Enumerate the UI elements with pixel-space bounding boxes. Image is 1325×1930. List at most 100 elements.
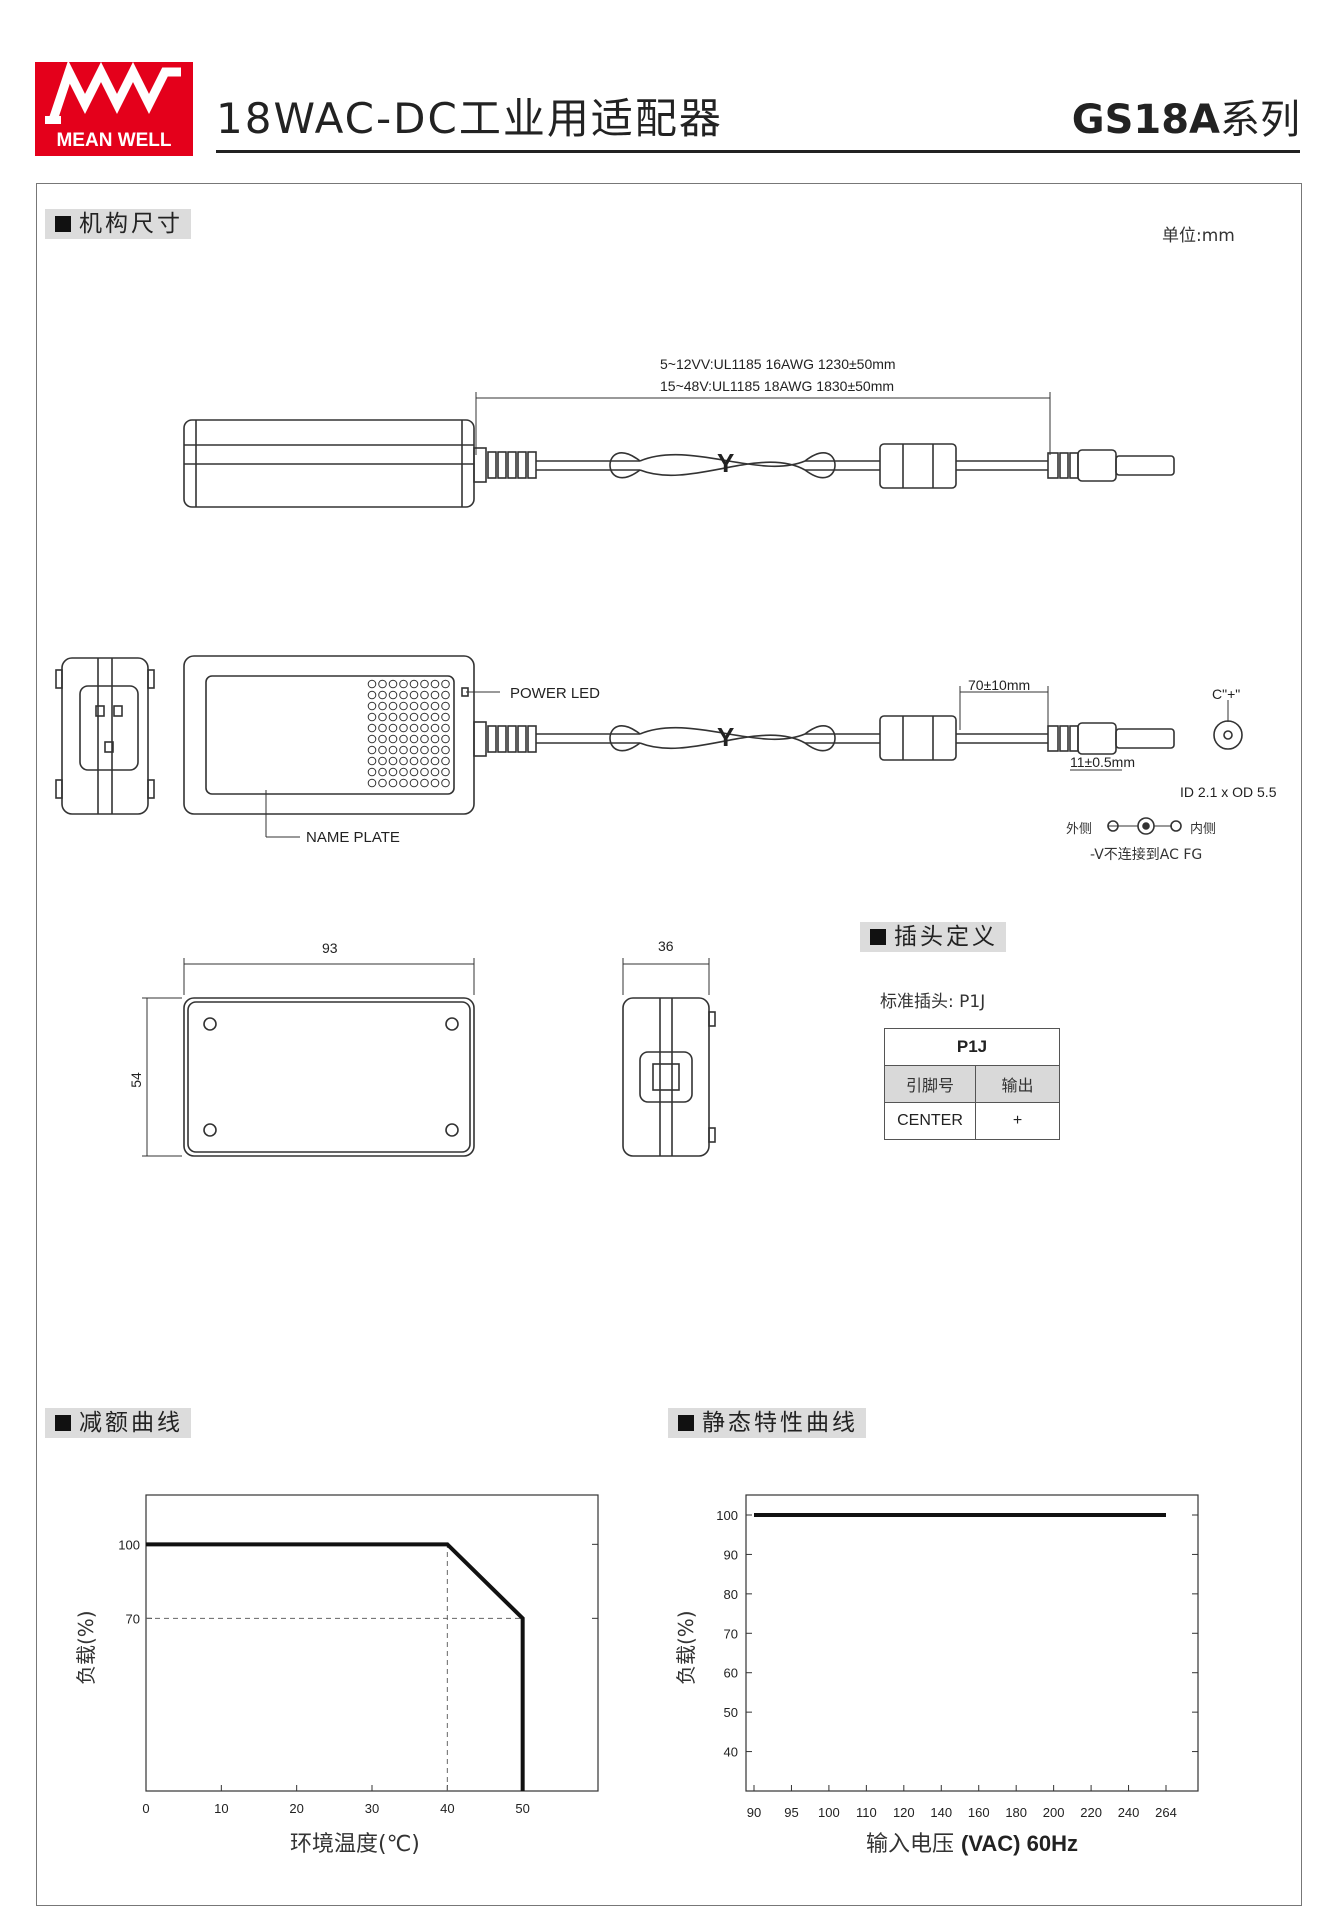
vent-hole — [441, 701, 450, 711]
vent-hole — [399, 723, 408, 733]
vent-hole — [430, 690, 440, 700]
pin-table-header-pin: 引脚号 — [884, 1065, 976, 1103]
vent-hole — [420, 745, 429, 755]
cable-y-mark-top: Y — [717, 448, 734, 478]
static-xlabel: 输入电压 (VAC) 60Hz — [866, 1826, 1078, 1858]
cable-y-mark-side: Y — [717, 722, 734, 752]
vent-hole — [430, 767, 440, 777]
x-tick-label: 220 — [1080, 1805, 1102, 1820]
vent-hole — [441, 778, 450, 788]
vent-hole — [420, 712, 429, 722]
y-tick-label: 80 — [724, 1587, 738, 1602]
x-tick-label: 20 — [289, 1801, 303, 1816]
title-rule — [216, 150, 1300, 153]
pin-table: P1J 引脚号输出 CENTER+ — [884, 1028, 1060, 1140]
vent-hole — [430, 712, 440, 722]
vent-hole — [420, 756, 429, 766]
vent-hole — [388, 756, 398, 766]
vent-hole — [367, 690, 377, 700]
x-tick-label: 140 — [930, 1805, 952, 1820]
name-plate-label: NAME PLATE — [306, 829, 400, 846]
dimension-height: 54 — [127, 1072, 144, 1088]
vent-hole — [399, 679, 408, 689]
vent-hole — [409, 745, 419, 755]
static-xlabel-en: (VAC) 60Hz — [961, 1831, 1078, 1856]
vent-hole — [409, 756, 419, 766]
vent-hole — [378, 712, 387, 722]
vent-hole — [420, 701, 429, 711]
top-view-adapter — [183, 392, 1175, 508]
vent-hole — [367, 756, 377, 766]
pin-table-cell: CENTER — [884, 1102, 976, 1140]
content-frame — [36, 183, 1302, 1906]
vent-hole — [441, 690, 450, 700]
vent-hole — [441, 734, 450, 744]
vent-hole — [388, 767, 398, 777]
outer-label: 外侧 — [1066, 822, 1093, 837]
x-tick-label: 240 — [1118, 1805, 1140, 1820]
vent-holes — [367, 679, 450, 788]
vent-hole — [399, 745, 408, 755]
plug-polarity-label: C"+" — [1212, 686, 1241, 702]
vent-hole — [420, 734, 429, 744]
vent-hole — [367, 723, 377, 733]
x-tick-label: 0 — [142, 1801, 149, 1816]
vent-hole — [378, 734, 387, 744]
vent-hole — [378, 701, 387, 711]
vent-hole — [409, 690, 419, 700]
plug-size-label: ID 2.1 x OD 5.5 — [1180, 784, 1277, 800]
y-tick-label: 90 — [724, 1547, 738, 1562]
vent-hole — [367, 778, 377, 788]
vent-hole — [430, 679, 440, 689]
vent-hole — [378, 690, 387, 700]
series-title: GS18A系列 — [1072, 100, 1300, 140]
x-tick-label: 100 — [818, 1805, 840, 1820]
dimension-length: 93 — [322, 940, 338, 956]
x-tick-label: 160 — [968, 1805, 990, 1820]
x-tick-label: 110 — [856, 1805, 877, 1820]
bottom-view-adapter — [142, 958, 475, 1157]
x-tick-label: 180 — [1005, 1805, 1027, 1820]
vent-hole — [409, 701, 419, 711]
x-tick-label: 40 — [440, 1801, 454, 1816]
x-tick-label: 10 — [214, 1801, 228, 1816]
side-view-adapter — [183, 655, 1243, 838]
derating-xlabel: 环境温度(℃) — [290, 1832, 420, 1857]
x-tick-label: 30 — [365, 1801, 379, 1816]
pin-table-header-output: 输出 — [975, 1065, 1060, 1103]
vent-hole — [378, 756, 387, 766]
section-heading-derating: 减额曲线 — [45, 1408, 191, 1438]
pin-table-title: P1J — [884, 1028, 1060, 1066]
series-code: GS18A — [1071, 97, 1220, 143]
vent-hole — [399, 712, 408, 722]
section-heading-mechanical: 机构尺寸 — [45, 209, 191, 239]
plug-dimension: 11±0.5mm — [1070, 754, 1136, 770]
vent-hole — [409, 767, 419, 777]
vent-hole — [409, 723, 419, 733]
vent-hole — [399, 734, 408, 744]
cable-spec-2: 15~48V:UL1185 18AWG 1830±50mm — [660, 378, 895, 394]
vent-hole — [441, 679, 450, 689]
document-title: 18WAC-DC工业用适配器 — [216, 94, 723, 143]
cable-spec-1: 5~12VV:UL1185 16AWG 1230±50mm — [660, 356, 896, 372]
y-tick-label: 40 — [724, 1745, 738, 1760]
vent-hole — [388, 712, 398, 722]
vent-hole — [441, 745, 450, 755]
vent-hole — [430, 756, 440, 766]
section-heading-static: 静态特性曲线 — [668, 1408, 866, 1438]
derating-series-line — [146, 1542, 525, 1791]
vent-hole — [441, 756, 450, 766]
vent-hole — [399, 690, 408, 700]
end-view-adapter — [622, 958, 716, 1157]
vent-hole — [441, 723, 450, 733]
meanwell-logo: MEAN WELL — [35, 60, 193, 156]
vent-hole — [388, 679, 398, 689]
vent-hole — [388, 690, 398, 700]
vent-hole — [409, 778, 419, 788]
ferrite-dimension: 70±10mm — [968, 677, 1031, 693]
vent-hole — [367, 679, 377, 689]
